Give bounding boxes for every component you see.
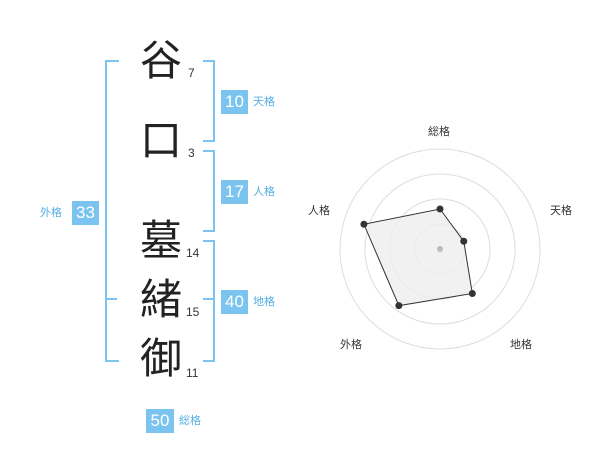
chikaku-bracket-tick (203, 298, 213, 300)
radar-point-2 (468, 289, 476, 297)
name-char-3: 墓 (140, 216, 183, 265)
jinkaku-value: 17 (221, 180, 248, 204)
soukaku-value: 50 (146, 409, 174, 433)
stroke-count-3: 14 (186, 246, 200, 260)
soukaku-label: 総格 (179, 414, 201, 427)
radar-ring-4 (339, 148, 541, 350)
name-char-5: 御 (140, 334, 183, 383)
jinkaku-bracket (203, 150, 215, 232)
tenkaku-value: 10 (221, 90, 248, 114)
stroke-count-1: 7 (188, 66, 195, 80)
radar-axis-label-tenkaku: 天格 (550, 204, 572, 217)
radar-polygon (363, 208, 473, 307)
name-char-4: 緒 (140, 275, 183, 324)
chikaku-bracket (203, 240, 215, 362)
jinkaku-label: 人格 (253, 185, 275, 198)
gaikaku-bracket-tick (105, 298, 117, 300)
radar-center (437, 246, 443, 252)
radar-axis-label-gaikaku: 外格 (340, 338, 362, 351)
stroke-count-2: 3 (188, 146, 195, 160)
stroke-count-4: 15 (186, 305, 200, 319)
radar-point-0 (436, 205, 444, 213)
radar-axis-label-chikaku: 地格 (510, 338, 532, 351)
radar-point-1 (460, 237, 468, 245)
radar-axis-label-soukaku: 総格 (428, 125, 450, 138)
gaikaku-value: 33 (72, 201, 99, 225)
name-char-1: 谷 (140, 36, 183, 85)
tenkaku-bracket (203, 60, 215, 142)
gaikaku-bracket (105, 60, 119, 362)
radar-point-3 (395, 302, 403, 310)
radar-point-4 (360, 220, 368, 228)
gaikaku-label: 外格 (40, 206, 62, 219)
stroke-count-5: 11 (186, 366, 199, 380)
name-char-2: 口 (140, 116, 183, 165)
radar-ring-3 (364, 173, 516, 325)
chikaku-label: 地格 (253, 295, 275, 308)
tenkaku-label: 天格 (253, 95, 275, 108)
radar-axis-label-jinkaku: 人格 (308, 204, 330, 217)
chikaku-value: 40 (221, 290, 248, 314)
